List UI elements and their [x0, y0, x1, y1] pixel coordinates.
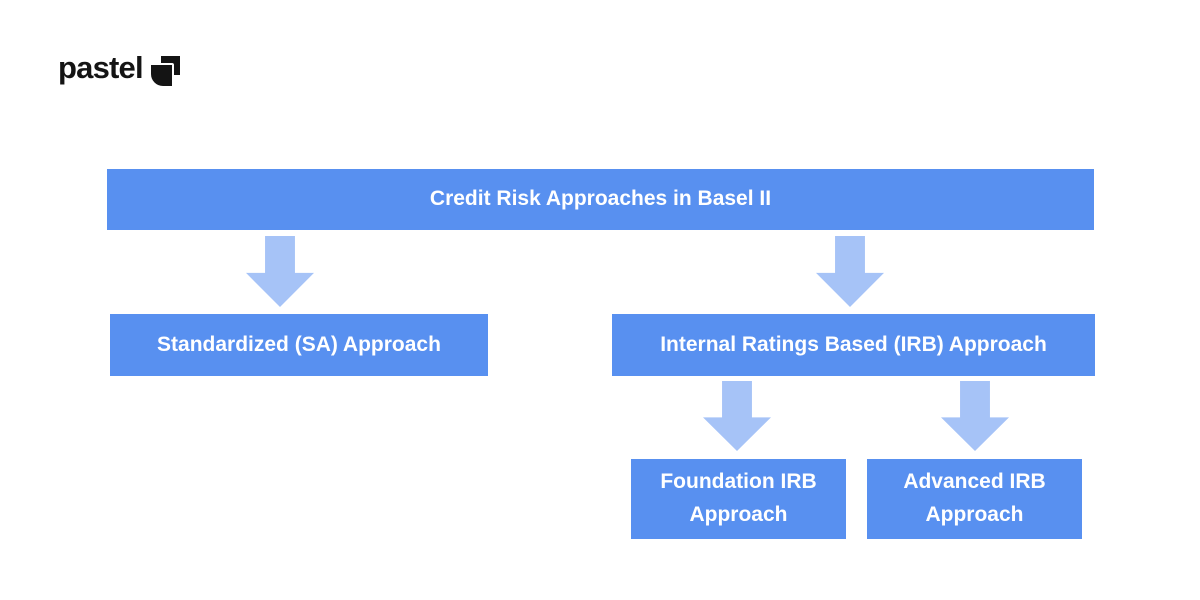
arrow-down-icon-irb-to-advanced	[941, 381, 1009, 451]
node-internal-ratings-based-approach: Internal Ratings Based (IRB) Approach	[612, 314, 1095, 376]
node-foundation-irb-approach: Foundation IRB Approach	[631, 459, 846, 539]
logo-front-square-shape	[149, 62, 175, 88]
arrow-down-icon-root-to-sa	[246, 236, 314, 307]
node-advanced-irb-approach: Advanced IRB Approach	[867, 459, 1082, 539]
arrow-down-icon-root-to-irb	[816, 236, 884, 307]
pastel-logo-icon	[149, 56, 180, 88]
node-standardized-approach: Standardized (SA) Approach	[110, 314, 488, 376]
arrow-down-icon-irb-to-foundation	[703, 381, 771, 451]
brand-logo-text: pastel	[58, 50, 144, 85]
node-credit-risk-approaches: Credit Risk Approaches in Basel II	[107, 169, 1094, 230]
brand-logo: pastel	[58, 50, 180, 88]
